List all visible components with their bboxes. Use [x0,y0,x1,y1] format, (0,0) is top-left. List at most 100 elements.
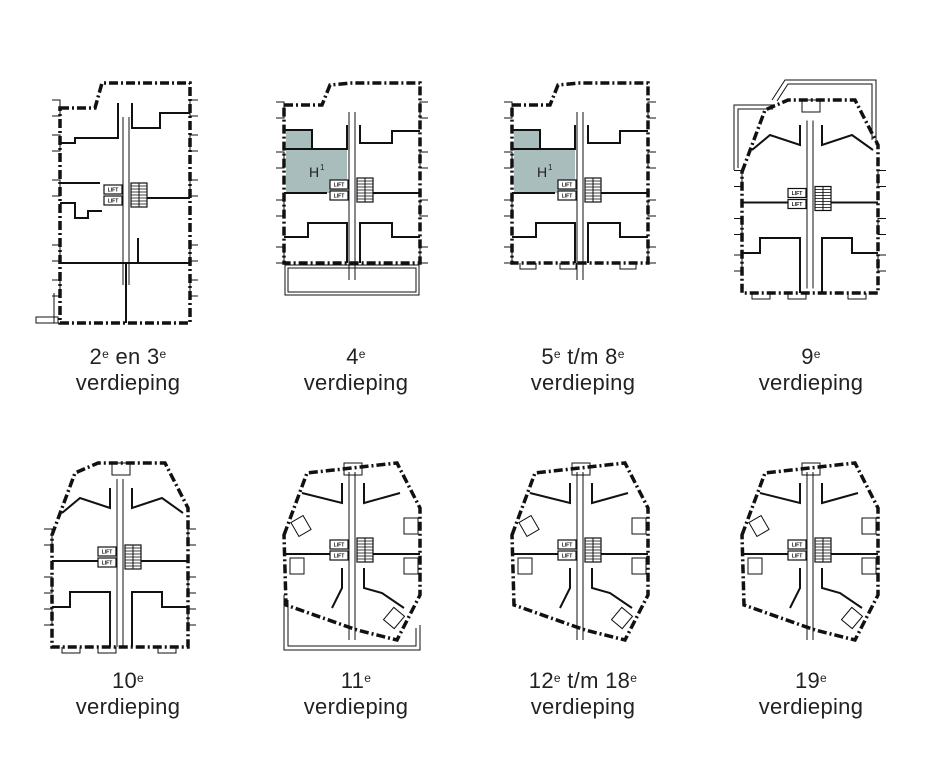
lift-label: LIFT [792,191,803,197]
lift-box [557,179,577,190]
lift-box [557,539,577,550]
lift-label: LIFT [108,187,119,193]
floor-label-2: 4e verdieping [246,344,466,396]
floor-num: 19 [794,668,821,693]
floor-sup2: e [630,671,638,685]
bay-window [801,99,821,113]
lift-box [97,546,117,557]
lift-box [329,550,349,561]
bay-window [111,462,131,476]
apartment-wall [363,568,405,609]
roof-terrace-edge [737,83,873,168]
lift-label: LIFT [108,198,119,204]
bay-window [647,246,656,264]
apartment-wall [821,568,863,609]
bay-window [290,514,312,538]
bay-window [801,462,821,476]
floor-label-4: 9e verdieping [701,344,921,396]
bay-window [189,244,198,262]
bay-window [877,218,886,235]
bay-window [44,576,53,594]
lift-box [787,550,807,561]
outer-wall [510,461,650,643]
floor-label-8: 19e verdieping [701,668,921,720]
bay-window [52,279,61,297]
lift-label: LIFT [562,182,573,188]
apartment-wall [529,483,571,505]
apartment-wall [751,125,801,151]
bay-window [504,151,513,169]
bay-window [276,151,285,169]
bay-window [840,606,864,630]
bay-window [189,279,198,297]
outer-wall [740,461,880,643]
apartment-wall [591,483,629,505]
apartment-wall [821,125,874,151]
lift-box [787,539,807,550]
bay-window [44,528,53,546]
floor-plan-1: LIFT LIFT [35,75,200,335]
apartment-wall [331,568,343,609]
floor-sup: e [813,347,821,361]
outer-wall [510,81,650,265]
apartment-wall [821,237,878,293]
bay-window [289,557,305,575]
bay-window [647,151,656,169]
bay-window [382,606,406,630]
bay-window [734,254,743,272]
bay-window [97,647,117,654]
lift-box [787,198,807,210]
bay-window [187,528,196,546]
bay-window [419,151,428,169]
bay-window [517,557,533,575]
apartment-wall [359,125,420,144]
apartment-wall [359,222,420,263]
floor-label-6: 11e verdieping [246,668,466,720]
floor-word: verdieping [75,694,181,719]
bay-window [52,99,61,117]
lift-label: LIFT [102,549,113,555]
apartment-wall [61,488,111,514]
bay-window [52,134,61,152]
roof-terrace-edge [733,79,877,170]
lift-label: LIFT [334,193,345,199]
lift-label: LIFT [562,553,573,559]
bay-window [877,254,886,272]
bay-window [619,263,637,270]
balcony [284,264,420,296]
floor-sup: e [364,671,372,685]
lift-box [329,190,349,201]
floor-word: verdieping [530,694,636,719]
bay-window [519,263,537,270]
floor-label-7: 12e t/m 18e verdieping [473,668,693,720]
lift-box [329,179,349,190]
bay-window [631,517,647,535]
bay-window [187,608,196,626]
lift-box [97,557,117,568]
lift-label: LIFT [102,560,113,566]
floor-num2: 8 [605,344,618,369]
bay-window [559,263,577,270]
bay-window [747,557,763,575]
balcony [283,595,421,651]
bay-window [504,199,513,217]
unit-h1-label: H [309,164,319,180]
floor-num2: 18 [605,668,631,693]
unit-h1-sup: 1 [548,163,553,172]
floor-sup: e [553,347,561,361]
floor-word: verdieping [758,370,864,395]
floor-sup: e [358,347,366,361]
bay-window [748,514,770,538]
bay-window [861,557,877,575]
bay-window [187,576,196,594]
bay-window [276,246,285,264]
floor-word: verdieping [303,370,409,395]
floor-sup: e [553,671,561,685]
